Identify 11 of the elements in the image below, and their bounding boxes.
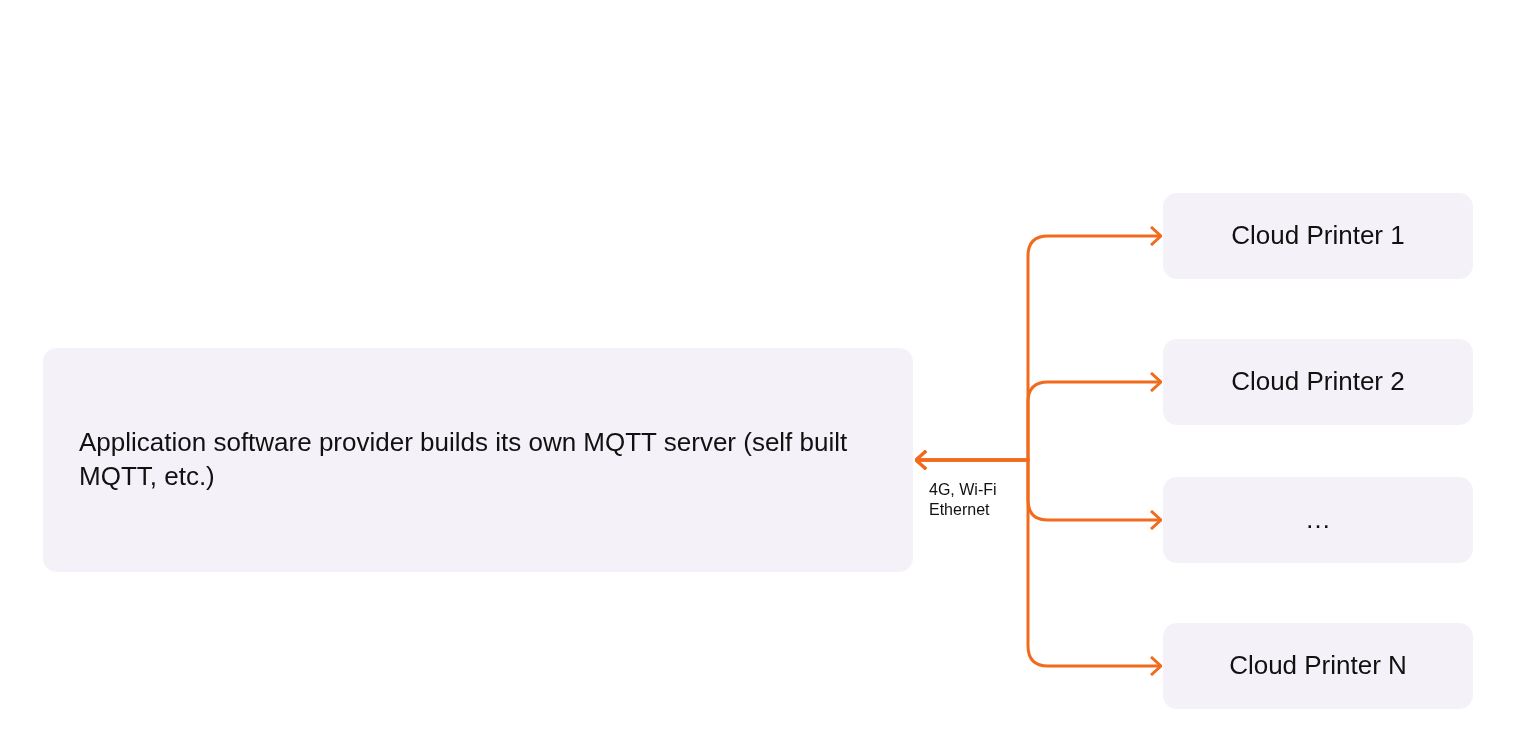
node-label: … <box>1305 503 1331 537</box>
printer-box <box>1163 477 1473 563</box>
node-label: Cloud Printer 2 <box>1231 365 1405 399</box>
connection-label: 4G, Wi-Fi Ethernet <box>929 480 998 520</box>
connector-arrow <box>914 449 1163 677</box>
node-label: Application software provider builds its own MQTT server (self built MQTT, etc.) <box>79 426 849 493</box>
printer-box <box>1163 623 1473 709</box>
printer-box <box>1163 193 1473 279</box>
node-label: Cloud Printer N <box>1229 649 1407 683</box>
node-label: Cloud Printer 1 <box>1231 219 1405 253</box>
printer-box <box>1163 339 1473 425</box>
